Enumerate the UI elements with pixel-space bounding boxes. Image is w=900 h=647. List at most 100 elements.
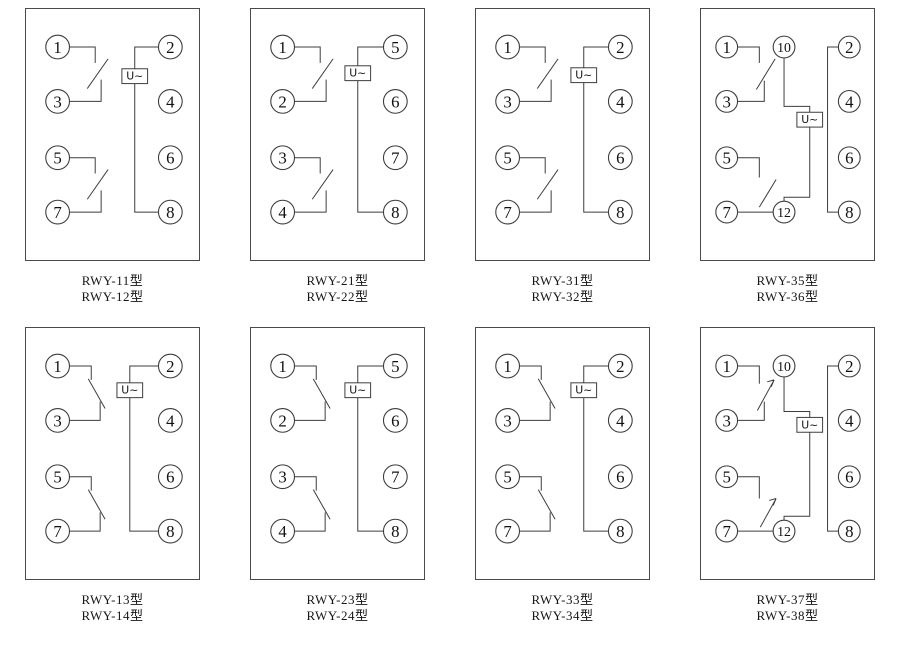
switch-contact-path bbox=[86, 58, 109, 200]
model-label: RWY-21型 bbox=[306, 273, 369, 288]
terminal-label: 7 bbox=[391, 468, 399, 487]
wire-path bbox=[737, 365, 839, 532]
wire-path bbox=[294, 46, 384, 213]
terminals-right: 5 6 7 8 bbox=[382, 34, 408, 225]
terminal-circle bbox=[382, 407, 408, 433]
model-label: RWY-31型 bbox=[531, 273, 594, 288]
wiring-diagram: U~ 1 2 3 4 5 6 7 bbox=[270, 353, 408, 544]
terminal-circle bbox=[607, 88, 633, 114]
terminal-label: 8 bbox=[166, 203, 174, 222]
terminal-label: 3 bbox=[503, 92, 511, 111]
terminal-label: 1 bbox=[722, 38, 730, 57]
terminals-right: 2 4 6 8 bbox=[837, 35, 861, 224]
terminal-circle bbox=[837, 519, 861, 543]
terminal-circle bbox=[382, 199, 408, 225]
model-label: RWY-24型 bbox=[306, 608, 369, 623]
terminal-label: 3 bbox=[53, 92, 61, 111]
terminal-label: 4 bbox=[278, 203, 287, 222]
terminal-label: 6 bbox=[391, 92, 399, 111]
panel-cell-rwy-23-24: U~ 1 2 3 4 5 6 7 bbox=[225, 305, 450, 624]
wiring-diagram: U~ 1 3 5 7 2 4 6 bbox=[495, 353, 633, 544]
wire-path bbox=[519, 46, 609, 213]
terminal-label: 6 bbox=[166, 468, 174, 487]
terminals-left: 1 3 5 7 bbox=[715, 35, 739, 224]
switch-contact-path bbox=[756, 379, 777, 528]
terminal-circle bbox=[157, 353, 183, 379]
terminal-circle bbox=[715, 146, 739, 170]
voltage-source-label: U~ bbox=[349, 384, 366, 397]
terminal-label: 5 bbox=[722, 149, 730, 168]
terminal-circle bbox=[495, 34, 521, 60]
terminal-circle bbox=[270, 88, 296, 114]
wiring-diagram: U~ 1 3 5 7 2 4 6 bbox=[45, 353, 183, 544]
terminal-label: 3 bbox=[278, 149, 286, 168]
model-label: RWY-12型 bbox=[81, 289, 144, 304]
terminal-label: 7 bbox=[53, 203, 61, 222]
panel-labels: RWY-13型 RWY-14型 bbox=[81, 592, 143, 624]
terminals-left: 1 2 3 4 bbox=[270, 353, 296, 544]
voltage-source-box bbox=[121, 68, 149, 85]
panel-labels: RWY-31型 RWY-32型 bbox=[531, 273, 593, 305]
terminal-label: 8 bbox=[616, 522, 624, 541]
wire-path bbox=[519, 365, 609, 532]
terminal-circle bbox=[495, 88, 521, 114]
terminal-circle bbox=[382, 353, 408, 379]
terminal-circle bbox=[45, 34, 71, 60]
terminal-circle bbox=[45, 353, 71, 379]
terminal-label: 3 bbox=[503, 411, 511, 430]
terminal-circle bbox=[270, 34, 296, 60]
terminal-circle bbox=[270, 464, 296, 490]
terminal-label: 1 bbox=[503, 357, 511, 376]
switch-contact-path bbox=[312, 378, 331, 520]
terminal-label: 2 bbox=[616, 38, 624, 57]
terminal-circle bbox=[45, 464, 71, 490]
voltage-source-label: U~ bbox=[575, 69, 592, 82]
model-label: RWY-14型 bbox=[81, 608, 144, 623]
terminal-circle bbox=[270, 518, 296, 544]
panel-labels: RWY-35型 RWY-36型 bbox=[756, 273, 818, 305]
diagram-panel-rwy-21-22: U~ 1 2 3 4 5 6 7 bbox=[250, 8, 425, 261]
terminal-label: 7 bbox=[722, 522, 730, 541]
panel-cell-rwy-31-32: U~ 1 3 5 7 2 4 6 bbox=[450, 0, 675, 305]
terminal-label: 8 bbox=[845, 203, 853, 222]
terminal-label: 2 bbox=[845, 38, 853, 57]
voltage-source-box bbox=[116, 382, 144, 399]
terminals-left: 1 2 3 4 bbox=[270, 34, 296, 225]
terminals-right: 5 6 7 8 bbox=[382, 353, 408, 544]
panel-labels: RWY-33型 RWY-34型 bbox=[531, 592, 593, 624]
model-label: RWY-35型 bbox=[756, 273, 819, 288]
voltage-source-box bbox=[796, 111, 824, 128]
diagram-panel-rwy-31-32: U~ 1 3 5 7 2 4 6 bbox=[475, 8, 650, 261]
terminal-label: 4 bbox=[845, 92, 854, 111]
terminal-circle bbox=[382, 34, 408, 60]
terminal-circle bbox=[495, 518, 521, 544]
terminal-circle bbox=[157, 518, 183, 544]
terminal-label: 5 bbox=[503, 149, 511, 168]
model-label: RWY-22型 bbox=[306, 289, 369, 304]
terminals-right: 2 4 6 8 bbox=[157, 34, 183, 225]
diagram-panel-rwy-23-24: U~ 1 2 3 4 5 6 7 bbox=[250, 327, 425, 580]
terminal-label: 7 bbox=[53, 522, 61, 541]
switch-contact-path bbox=[311, 58, 334, 200]
terminal-label: 2 bbox=[278, 411, 286, 430]
terminal-label: 1 bbox=[53, 38, 61, 57]
panel-cell-rwy-37-38: U~ 1 3 5 7 10 12 bbox=[675, 305, 900, 624]
terminal-label: 5 bbox=[391, 357, 399, 376]
voltage-source-box bbox=[344, 65, 372, 82]
terminals-middle: 10 12 bbox=[772, 35, 796, 224]
voltage-source-label: U~ bbox=[121, 384, 138, 397]
terminal-label: 7 bbox=[503, 522, 511, 541]
panel-cell-rwy-21-22: U~ 1 2 3 4 5 6 7 bbox=[225, 0, 450, 305]
panel-labels: RWY-21型 RWY-22型 bbox=[306, 273, 368, 305]
terminal-label: 7 bbox=[722, 203, 730, 222]
terminal-circle bbox=[495, 199, 521, 225]
panel-cell-rwy-13-14: U~ 1 3 5 7 2 4 6 bbox=[0, 305, 225, 624]
terminal-label: 8 bbox=[391, 522, 399, 541]
terminal-label: 12 bbox=[777, 524, 791, 539]
terminal-label: 2 bbox=[166, 38, 174, 57]
terminal-label: 6 bbox=[845, 149, 853, 168]
voltage-source-box bbox=[570, 382, 598, 399]
terminal-label: 4 bbox=[166, 92, 175, 111]
terminal-circle bbox=[607, 34, 633, 60]
terminal-label: 5 bbox=[503, 468, 511, 487]
